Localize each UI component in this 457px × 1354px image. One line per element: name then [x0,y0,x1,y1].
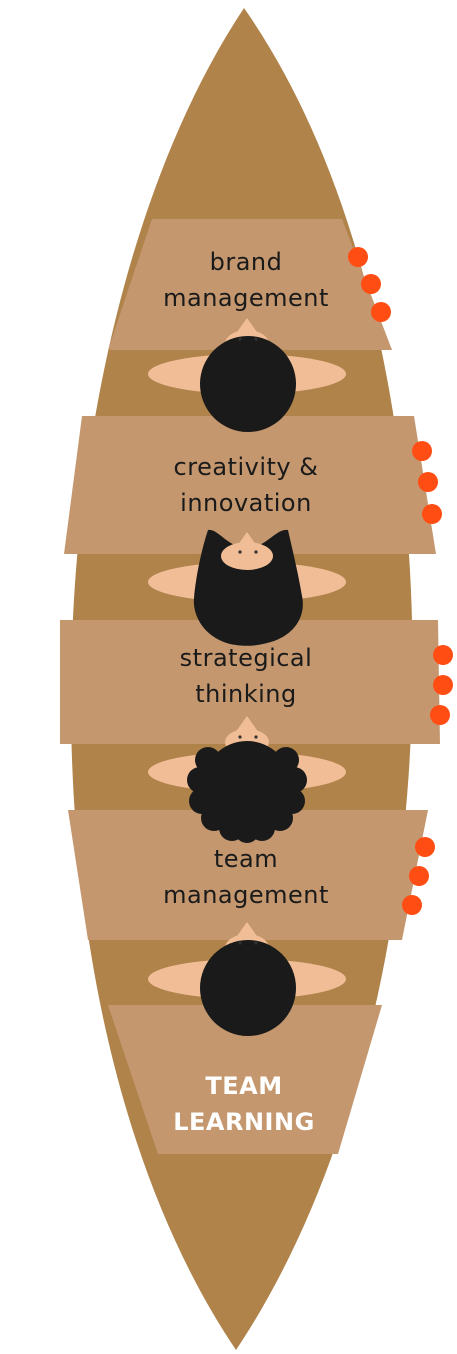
paddle-drop [371,302,391,322]
person-2-hair [193,529,303,646]
seat-1-label-line1: brand [210,248,283,276]
person-3-eye-left [238,735,242,739]
seat-3 [60,620,440,744]
person-2-eye-right [254,550,258,554]
person-3-hair [187,741,307,843]
person-1 [148,318,346,432]
person-1-eye-right [254,337,258,341]
seat-1-label-line2: management [163,284,329,312]
paddle-drops-1 [348,247,391,322]
person-4-eye-right [254,941,258,945]
person-1-eye-left [238,337,242,341]
seat-2 [64,416,436,554]
paddle-drop [430,705,450,725]
paddle-drop [409,866,429,886]
paddle-drops-3 [430,645,453,725]
stern-seat [108,1005,382,1154]
seat-4-label-line1: team [214,845,278,873]
paddle-drop [415,837,435,857]
paddle-drops-4 [402,837,435,915]
paddle-drop [348,247,368,267]
person-2-eye-left [238,550,242,554]
paddle-drop [418,472,438,492]
person-2 [148,529,346,646]
seat-4-label-line2: management [163,881,329,909]
person-4-eye-left [238,941,242,945]
stern-label-line1: TEAM [205,1072,282,1100]
person-3 [148,716,346,843]
person-3-eye-right [254,735,258,739]
person-1-hair [200,336,296,432]
person-2-face [221,542,273,570]
seat-2-label-line1: creativity & [174,453,319,481]
seat-3-label-line1: strategical [180,644,313,672]
paddle-drop [433,675,453,695]
paddle-drop [361,274,381,294]
person-4 [148,922,346,1036]
seat-3-label-line2: thinking [195,680,297,708]
paddle-drop [402,895,422,915]
paddle-drop [433,645,453,665]
person-4-hair [200,940,296,1036]
paddle-drop [412,441,432,461]
stern-label-line2: LEARNING [173,1108,315,1136]
seat-1 [108,219,392,350]
paddle-drops-2 [412,441,442,524]
seat-2-label-line2: innovation [180,489,312,517]
seat-4 [68,810,428,940]
paddle-drop [422,504,442,524]
